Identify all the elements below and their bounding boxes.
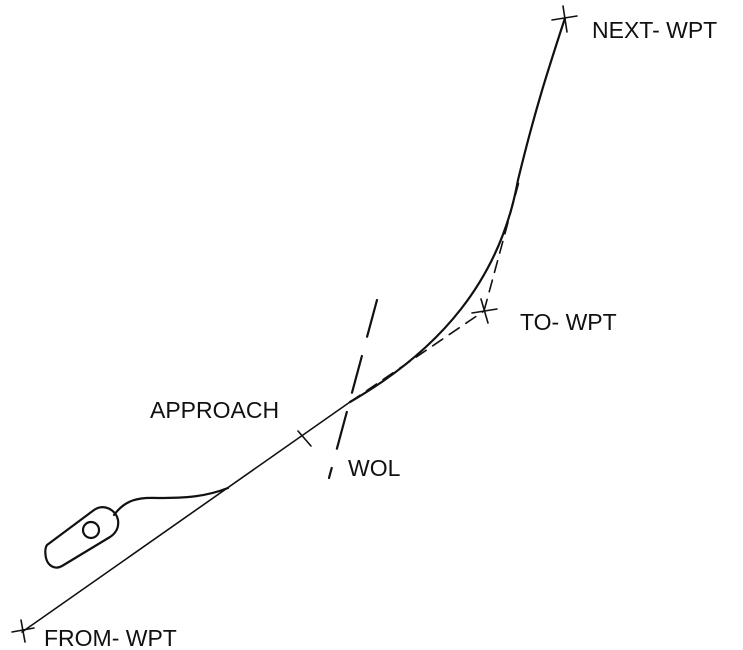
ship-track <box>112 486 230 517</box>
dashed-leg-to-next <box>483 177 521 312</box>
label-next-wpt: NEXT- WPT <box>592 17 717 43</box>
label-wol: WOL <box>348 455 401 481</box>
from-wpt-marker-icon <box>11 619 35 643</box>
route-leg-from-to <box>21 401 351 633</box>
dashed-leg-to-wpt <box>349 310 485 403</box>
vessel-icon <box>44 506 120 569</box>
next-wpt-marker-icon <box>551 5 578 33</box>
turn-curve <box>348 16 567 404</box>
wheel-over-line <box>327 298 379 480</box>
label-from-wpt: FROM- WPT <box>44 625 177 650</box>
label-to-wpt: TO- WPT <box>520 309 617 335</box>
label-approach: APPROACH <box>150 397 279 423</box>
to-wpt-marker-icon <box>471 298 498 324</box>
approach-tick <box>297 430 312 447</box>
